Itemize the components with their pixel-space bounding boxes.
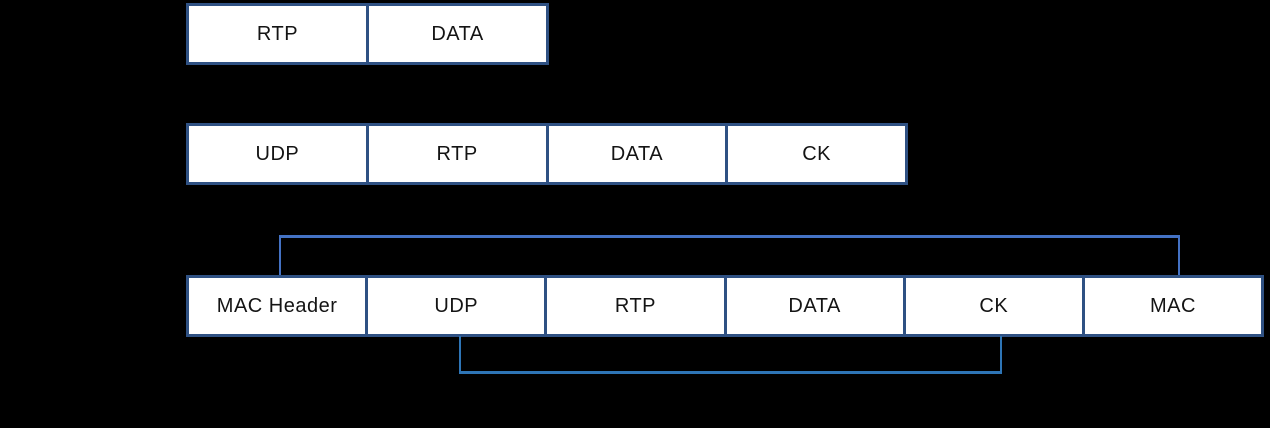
- packet-box-mac-header: MAC Header: [186, 275, 369, 337]
- packet-box-ck: CK: [725, 123, 908, 185]
- packet-box-mac: MAC: [1081, 275, 1265, 337]
- packet-box-rtp: RTP: [186, 3, 369, 65]
- packet-box-data: DATA: [366, 3, 549, 65]
- packet-box-data: DATA: [723, 275, 906, 337]
- packet-box-data: DATA: [545, 123, 729, 185]
- packet-box-udp: UDP: [365, 275, 548, 337]
- packet-box-rtp: RTP: [544, 275, 727, 337]
- packet-box-udp: UDP: [186, 123, 369, 185]
- checksum-coverage-bracket: [459, 336, 1002, 374]
- packet-box-rtp: RTP: [365, 123, 549, 185]
- mac-coverage-bracket: [279, 235, 1180, 275]
- packet-box-ck: CK: [902, 275, 1085, 337]
